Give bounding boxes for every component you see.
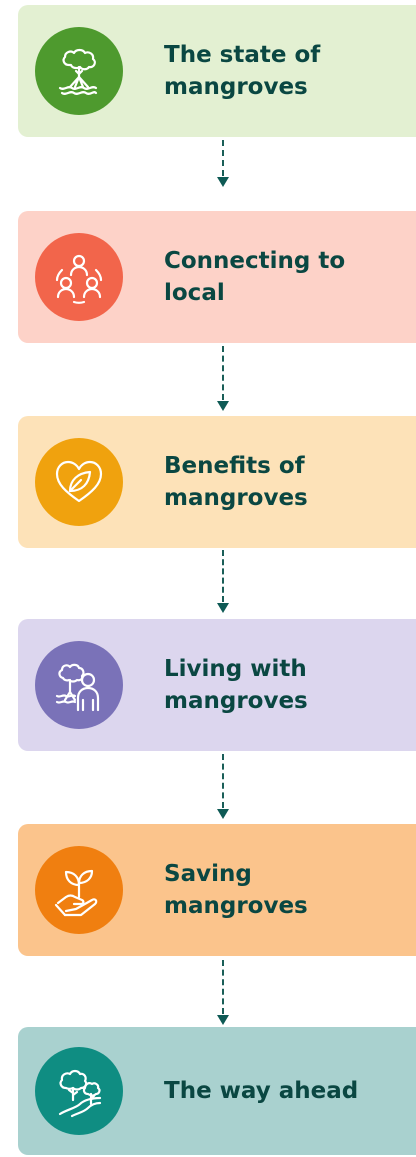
step-label: The way ahead — [164, 1078, 359, 1104]
dashed-line — [222, 140, 224, 176]
dashed-line — [222, 346, 224, 400]
hand-holding-sprout-icon — [54, 869, 98, 917]
heart-leaf-icon — [55, 460, 103, 503]
step-label: The state of mangroves — [164, 42, 321, 100]
community-people-icon — [55, 254, 103, 304]
step-icon-circle — [35, 233, 123, 321]
step-card-state-of-mangroves[interactable]: The state of mangroves — [18, 5, 416, 137]
step-icon-circle — [35, 846, 123, 934]
person-by-tree-icon — [55, 663, 100, 712]
step-icon-circle — [35, 27, 123, 115]
step-label: Saving mangroves — [164, 861, 308, 919]
step-label: Connecting to local — [164, 248, 346, 306]
arrow-down-icon — [217, 603, 229, 613]
flow-connector-5 — [217, 960, 229, 1026]
mangrove-tree-icon — [58, 48, 98, 95]
arrow-down-icon — [217, 177, 229, 187]
flow-connector-2 — [217, 346, 229, 414]
step-card-living-with-mangroves[interactable]: Living with mangroves — [18, 619, 416, 751]
dashed-line — [222, 754, 224, 808]
arrow-down-icon — [217, 401, 229, 411]
dashed-line — [222, 960, 224, 1014]
arrow-down-icon — [217, 809, 229, 819]
step-icon-circle — [35, 438, 123, 526]
trees-on-path-icon — [58, 1069, 102, 1118]
step-card-connecting-to-local[interactable]: Connecting to local — [18, 211, 416, 343]
arrow-down-icon — [217, 1015, 229, 1025]
step-icon-circle — [35, 641, 123, 729]
step-label: Living with mangroves — [164, 656, 308, 714]
flow-connector-4 — [217, 754, 229, 820]
step-card-the-way-ahead[interactable]: The way ahead — [18, 1027, 416, 1155]
flow-connector-1 — [217, 140, 229, 188]
flow-connector-3 — [217, 550, 229, 614]
step-label: Benefits of mangroves — [164, 453, 308, 511]
step-card-saving-mangroves[interactable]: Saving mangroves — [18, 824, 416, 956]
step-card-benefits-of-mangroves[interactable]: Benefits of mangroves — [18, 416, 416, 548]
dashed-line — [222, 550, 224, 602]
step-icon-circle — [35, 1047, 123, 1135]
